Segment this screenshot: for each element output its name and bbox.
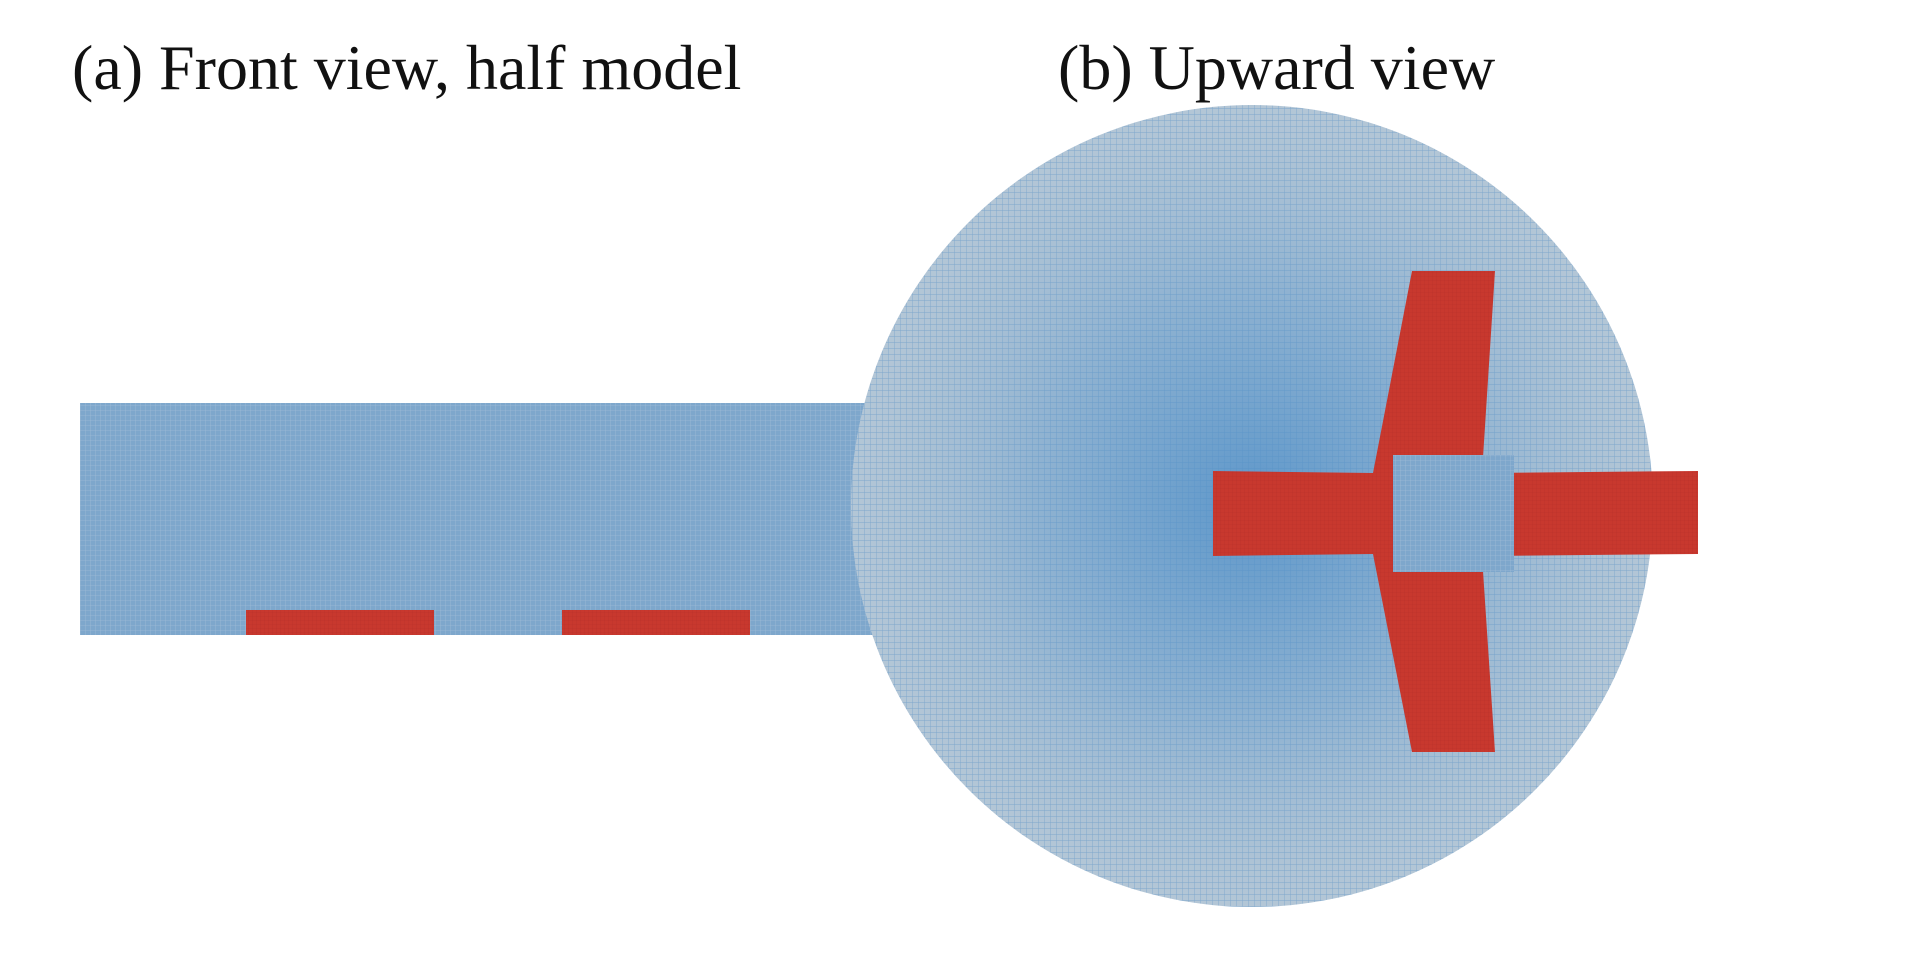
panel-b-upward-view xyxy=(851,105,1698,907)
footing-right xyxy=(562,610,750,635)
footing-left xyxy=(246,610,434,635)
panel-a-front-view xyxy=(80,403,918,635)
panel-a-title: (a) Front view, half model xyxy=(72,32,742,103)
panel-b-title: (b) Upward view xyxy=(1058,32,1496,103)
soil-mesh-block xyxy=(80,403,918,635)
center-opening xyxy=(1393,455,1514,572)
